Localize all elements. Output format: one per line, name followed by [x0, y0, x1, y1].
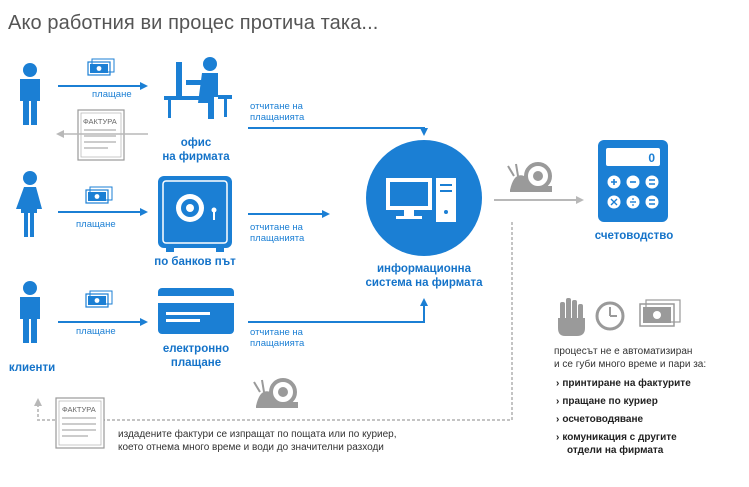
reading-label-line1: отчитане на	[250, 101, 303, 112]
side-intro: процесът не е автоматизиран и се губи мн…	[554, 345, 744, 371]
reading-arrow-bottom	[248, 298, 428, 323]
computer-icon	[366, 140, 482, 256]
invoice-word: ФАКТУРА	[62, 405, 96, 414]
snail-icon	[253, 378, 298, 408]
electronic-label-line1: електронно	[162, 343, 230, 355]
cash-icon	[85, 290, 113, 308]
safe-icon	[158, 176, 232, 252]
bullet-text: комуникация с другите	[562, 432, 677, 443]
info-system-label-line2: система на фирмата	[365, 277, 483, 289]
invoice-mail-path	[90, 222, 513, 421]
reading-arrow-top	[248, 127, 428, 136]
cash-icon	[87, 58, 115, 76]
bullet-item-continued: отдели на фирмата	[567, 445, 664, 456]
reading-label-line2: плащанията	[250, 233, 305, 244]
calculator-icon	[598, 140, 668, 222]
electronic-label-line2: плащане	[170, 357, 222, 369]
office-label-line1: офис	[180, 137, 212, 149]
reading-label-line1: отчитане на	[250, 327, 303, 338]
calculator-display: 0	[648, 151, 655, 165]
invoice-icon	[77, 109, 125, 161]
reading-label: отчитане на плащанията	[250, 327, 304, 349]
chevron-right-icon: ›	[556, 396, 560, 407]
payment-label: плащане	[76, 326, 116, 337]
info-system-label: информационна система на фирмата	[354, 262, 494, 290]
invoice-word: ФАКТУРА	[83, 117, 117, 126]
bullet-item: ›комуникация с другите	[556, 431, 677, 444]
chevron-right-icon: ›	[556, 432, 560, 443]
person-icon	[20, 281, 40, 343]
bullet-item: ›принтиране на фактурите	[556, 377, 691, 390]
clock-icon	[595, 301, 625, 331]
electronic-label: електронно плащане	[146, 342, 246, 370]
woman-icon	[16, 171, 42, 237]
bottom-note: издадените фактури се изпращат по пощата…	[118, 428, 508, 454]
office-label: офис на фирмата	[146, 136, 246, 164]
office-worker-icon	[164, 57, 232, 119]
reading-label-line1: отчитане на	[250, 222, 303, 233]
side-intro-line2: и се губи много време и пари за:	[554, 359, 707, 370]
chevron-right-icon: ›	[556, 378, 560, 389]
credit-card-icon	[158, 288, 234, 334]
reading-label-line2: плащанията	[250, 112, 305, 123]
bullet-item: ›осчетоводяване	[556, 413, 643, 426]
reading-label: отчитане на плащанията	[250, 222, 304, 244]
hand-icon	[558, 298, 585, 336]
bottom-note-line1: издадените фактури се изпращат по пощата…	[118, 429, 397, 440]
reading-label: отчитане на плащанията	[250, 101, 304, 123]
money-icon	[639, 299, 681, 327]
clients-label: клиенти	[8, 362, 56, 374]
page-title: Ако работния ви процес протича така...	[8, 12, 379, 34]
snail-icon	[507, 162, 552, 192]
person-icon	[20, 63, 40, 125]
bank-label: по банков път	[154, 256, 236, 268]
bullet-text: пращане по куриер	[562, 396, 658, 407]
accounting-label: счетоводство	[594, 230, 674, 242]
bullet-text: принтиране на фактурите	[562, 378, 691, 389]
side-intro-line1: процесът не е автоматизиран	[554, 346, 693, 357]
payment-label: плащане	[92, 89, 132, 100]
cash-icon	[85, 186, 113, 204]
reading-label-line2: плащанията	[250, 338, 305, 349]
bottom-note-line2: което отнема много време и води до значи…	[118, 442, 384, 453]
bullet-text: осчетоводяване	[562, 414, 644, 425]
info-system-label-line1: информационна	[376, 263, 472, 275]
bullet-item: ›пращане по куриер	[556, 395, 658, 408]
invoice-icon	[55, 397, 105, 449]
payment-label: плащане	[76, 219, 116, 230]
office-label-line2: на фирмата	[162, 151, 230, 163]
chevron-right-icon: ›	[556, 414, 560, 425]
